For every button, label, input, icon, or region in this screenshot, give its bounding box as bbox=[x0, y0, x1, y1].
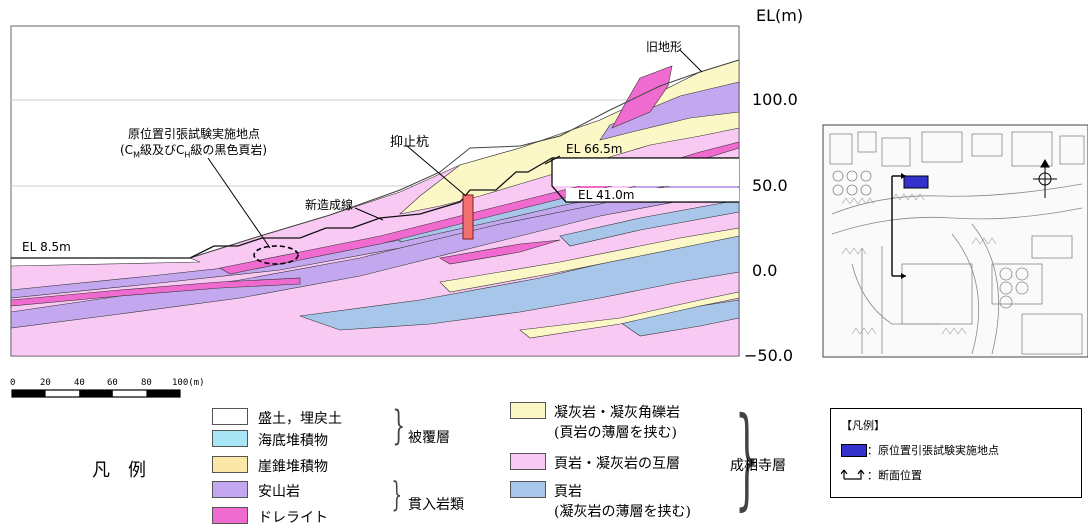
legend-swatch-talus bbox=[212, 456, 248, 473]
elevation-tick-50: 50.0 bbox=[752, 176, 788, 195]
legend-label-shale: 頁岩 bbox=[554, 484, 582, 500]
layer-dolerite-4 bbox=[439, 239, 561, 265]
brace-cover: } bbox=[392, 403, 406, 449]
legend-title: 凡 例 bbox=[92, 460, 146, 481]
elevation-tick-100: 100.0 bbox=[752, 90, 798, 109]
label-el-66-5: EL 66.5m bbox=[566, 142, 623, 156]
legend-group-intrusive: 貫入岩類 bbox=[408, 497, 464, 513]
new-line-leader bbox=[354, 207, 384, 221]
legend-swatch-shale bbox=[510, 481, 546, 498]
bench-41m-area bbox=[566, 188, 739, 202]
legend-label-alternation: 頁岩・凝灰岩の互層 bbox=[554, 456, 680, 472]
elevation-tick-minus50: −50.0 bbox=[744, 346, 794, 365]
layer-shale-2 bbox=[299, 231, 740, 331]
legend-swatch-andesite bbox=[212, 481, 248, 498]
cross-section bbox=[10, 25, 740, 357]
map-legend-box: 【凡例】 ：原位置引張試験実施地点 ：断面位置 bbox=[830, 408, 1082, 498]
location-map bbox=[822, 124, 1088, 358]
label-el-41-0: EL 41.0m bbox=[578, 188, 635, 202]
layer-tuff-lower-1 bbox=[439, 227, 740, 293]
retaining-pile bbox=[462, 194, 474, 240]
legend-label-tuff: 凝灰岩・凝灰角礫岩 bbox=[554, 405, 680, 421]
map-legend-title: 【凡例】 bbox=[841, 419, 885, 432]
pile-leader bbox=[406, 145, 467, 197]
legend-swatch-seabed bbox=[212, 430, 248, 447]
test-point-leader bbox=[207, 157, 271, 249]
north-arrow-icon bbox=[1033, 158, 1057, 198]
elevation-axis-unit: EL(m) bbox=[756, 6, 804, 25]
map-legend-point-swatch bbox=[841, 444, 867, 457]
map-legend-point-label: ：原位置引張試験実施地点 bbox=[867, 444, 999, 457]
label-test-point-detail: 原位置引張試験実施地点(CM級及びCH級の黒色頁岩) bbox=[120, 143, 268, 160]
legend-label-tuff-sub: (頁岩の薄層を挟む) bbox=[554, 425, 677, 441]
layer-tuff-lower-2 bbox=[519, 291, 740, 339]
legend-label-shale-sub: (凝灰岩の薄層を挟む) bbox=[554, 504, 691, 520]
new-formation-line bbox=[11, 157, 739, 259]
label-el-8-5: EL 8.5m bbox=[22, 240, 71, 254]
legend-swatch-alternation bbox=[510, 453, 546, 470]
legend-swatch-dolerite bbox=[212, 507, 248, 524]
label-retaining-pile: 抑止杭 bbox=[390, 135, 430, 150]
label-test-point: 原位置引張試験実施地点 bbox=[128, 127, 261, 141]
map-test-point bbox=[903, 175, 929, 189]
brace-intrusive: } bbox=[391, 475, 403, 515]
old-terrain-leader bbox=[679, 49, 703, 73]
scale-tick-80: 80 bbox=[141, 378, 152, 388]
scale-tick-60: 60 bbox=[107, 378, 118, 388]
label-old-terrain: 旧地形 bbox=[646, 40, 683, 54]
scale-tick-100: 100(m) bbox=[172, 378, 205, 388]
layer-dolerite-2 bbox=[219, 141, 740, 275]
legend-label-talus: 崖錐堆積物 bbox=[258, 459, 328, 475]
legend-group-formation: 成相寺層 bbox=[730, 458, 786, 474]
legend-swatch-fill bbox=[212, 408, 248, 425]
legend-label-seabed: 海底堆積物 bbox=[258, 433, 328, 449]
elevation-tick-0: 0.0 bbox=[752, 261, 778, 280]
layer-shale-3 bbox=[559, 199, 740, 247]
test-point-marker bbox=[253, 245, 299, 265]
old-terrain-line bbox=[189, 59, 740, 259]
bench-66m-area bbox=[552, 158, 739, 186]
label-new-formation-line: 新造成線 bbox=[305, 198, 354, 212]
section-arrow-icon bbox=[841, 469, 865, 480]
layer-andesite-1 bbox=[599, 81, 740, 141]
scale-tick-40: 40 bbox=[74, 378, 85, 388]
el66-leader bbox=[544, 155, 561, 165]
scale-tick-0: 0 bbox=[10, 378, 16, 388]
legend-label-andesite: 安山岩 bbox=[258, 484, 300, 500]
legend-label-fill: 盛土，埋戻土 bbox=[258, 411, 342, 427]
legend-label-dolerite: ドレライト bbox=[258, 510, 328, 526]
brace-formation: } bbox=[734, 393, 760, 521]
map-legend-section-label: ：断面位置 bbox=[867, 469, 922, 482]
layer-dolerite-3 bbox=[10, 277, 301, 307]
legend-group-cover: 被覆層 bbox=[408, 430, 450, 446]
scale-tick-20: 20 bbox=[40, 378, 51, 388]
scale-bar bbox=[11, 389, 181, 398]
legend-swatch-tuff bbox=[510, 402, 546, 419]
